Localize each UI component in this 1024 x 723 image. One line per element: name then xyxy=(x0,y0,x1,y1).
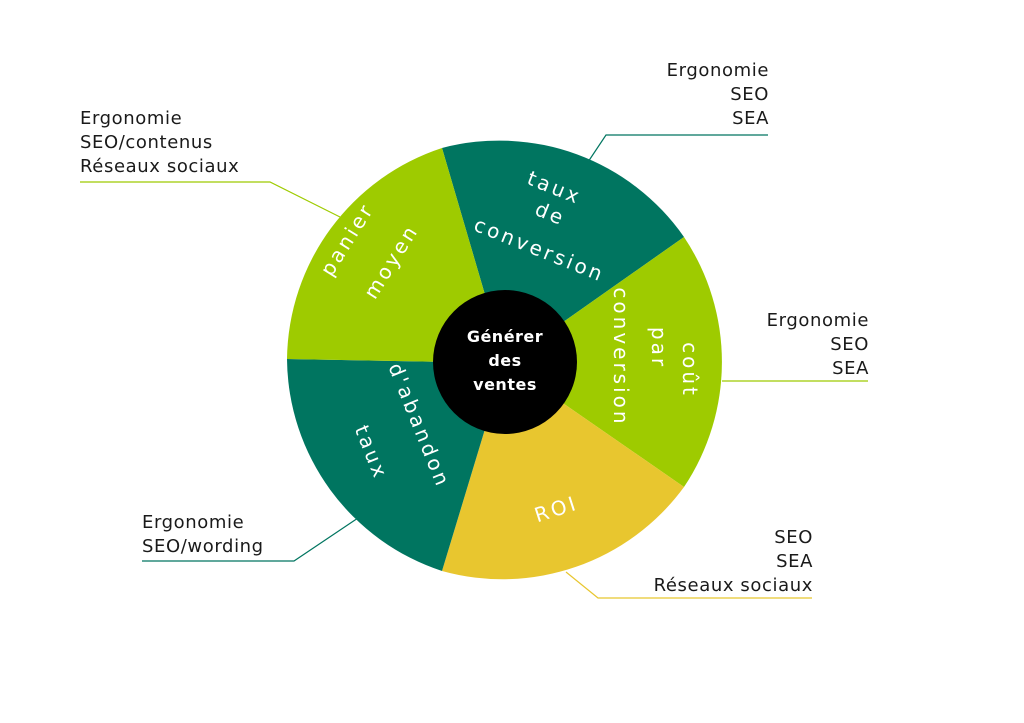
annotation-line: SEO/contenus xyxy=(80,132,213,153)
annotation-line: SEA xyxy=(732,108,769,129)
connector-taux-conversion xyxy=(587,134,768,163)
annotation-line: Ergonomie xyxy=(766,310,869,331)
annotation-line: SEO xyxy=(774,527,813,548)
annotation-panier-moyen: Ergonomie SEO/contenus Réseaux sociaux xyxy=(80,107,239,179)
annotation-line: SEA xyxy=(832,358,869,379)
annotation-taux-conversion: Ergonomie SEO SEA xyxy=(667,59,769,131)
center-line-2: des xyxy=(488,351,521,370)
segment-panier-moyen xyxy=(287,148,505,363)
annotation-taux-abandon: Ergonomie SEO/wording xyxy=(142,511,264,559)
annotation-line: Réseaux sociaux xyxy=(653,575,813,596)
connector-roi xyxy=(565,571,812,599)
segment-taux-abandon xyxy=(287,359,505,571)
annotation-line: SEA xyxy=(776,551,813,572)
annotation-cout-conversion: Ergonomie SEO SEA xyxy=(767,309,869,381)
connector-panier-moyen xyxy=(80,181,341,218)
annotation-line: SEO xyxy=(730,84,769,105)
label-cout: coût xyxy=(678,342,702,398)
annotation-roi: SEO SEA Réseaux sociaux xyxy=(654,526,813,598)
label-conversion-2: conversion xyxy=(609,287,633,426)
label-par: par xyxy=(647,327,671,369)
center-circle xyxy=(433,290,577,434)
annotation-line: Ergonomie xyxy=(142,512,245,533)
annotation-line: Ergonomie xyxy=(80,108,183,129)
annotation-line: Réseaux sociaux xyxy=(80,156,240,177)
connector-taux-abandon xyxy=(142,517,359,562)
center-line-1: Générer xyxy=(467,327,543,346)
segment-cout-conversion xyxy=(505,237,722,487)
center-line-3: ventes xyxy=(473,375,537,394)
annotation-line: Ergonomie xyxy=(666,60,769,81)
annotation-line: SEO xyxy=(830,334,869,355)
annotation-line: SEO/wording xyxy=(142,536,264,557)
